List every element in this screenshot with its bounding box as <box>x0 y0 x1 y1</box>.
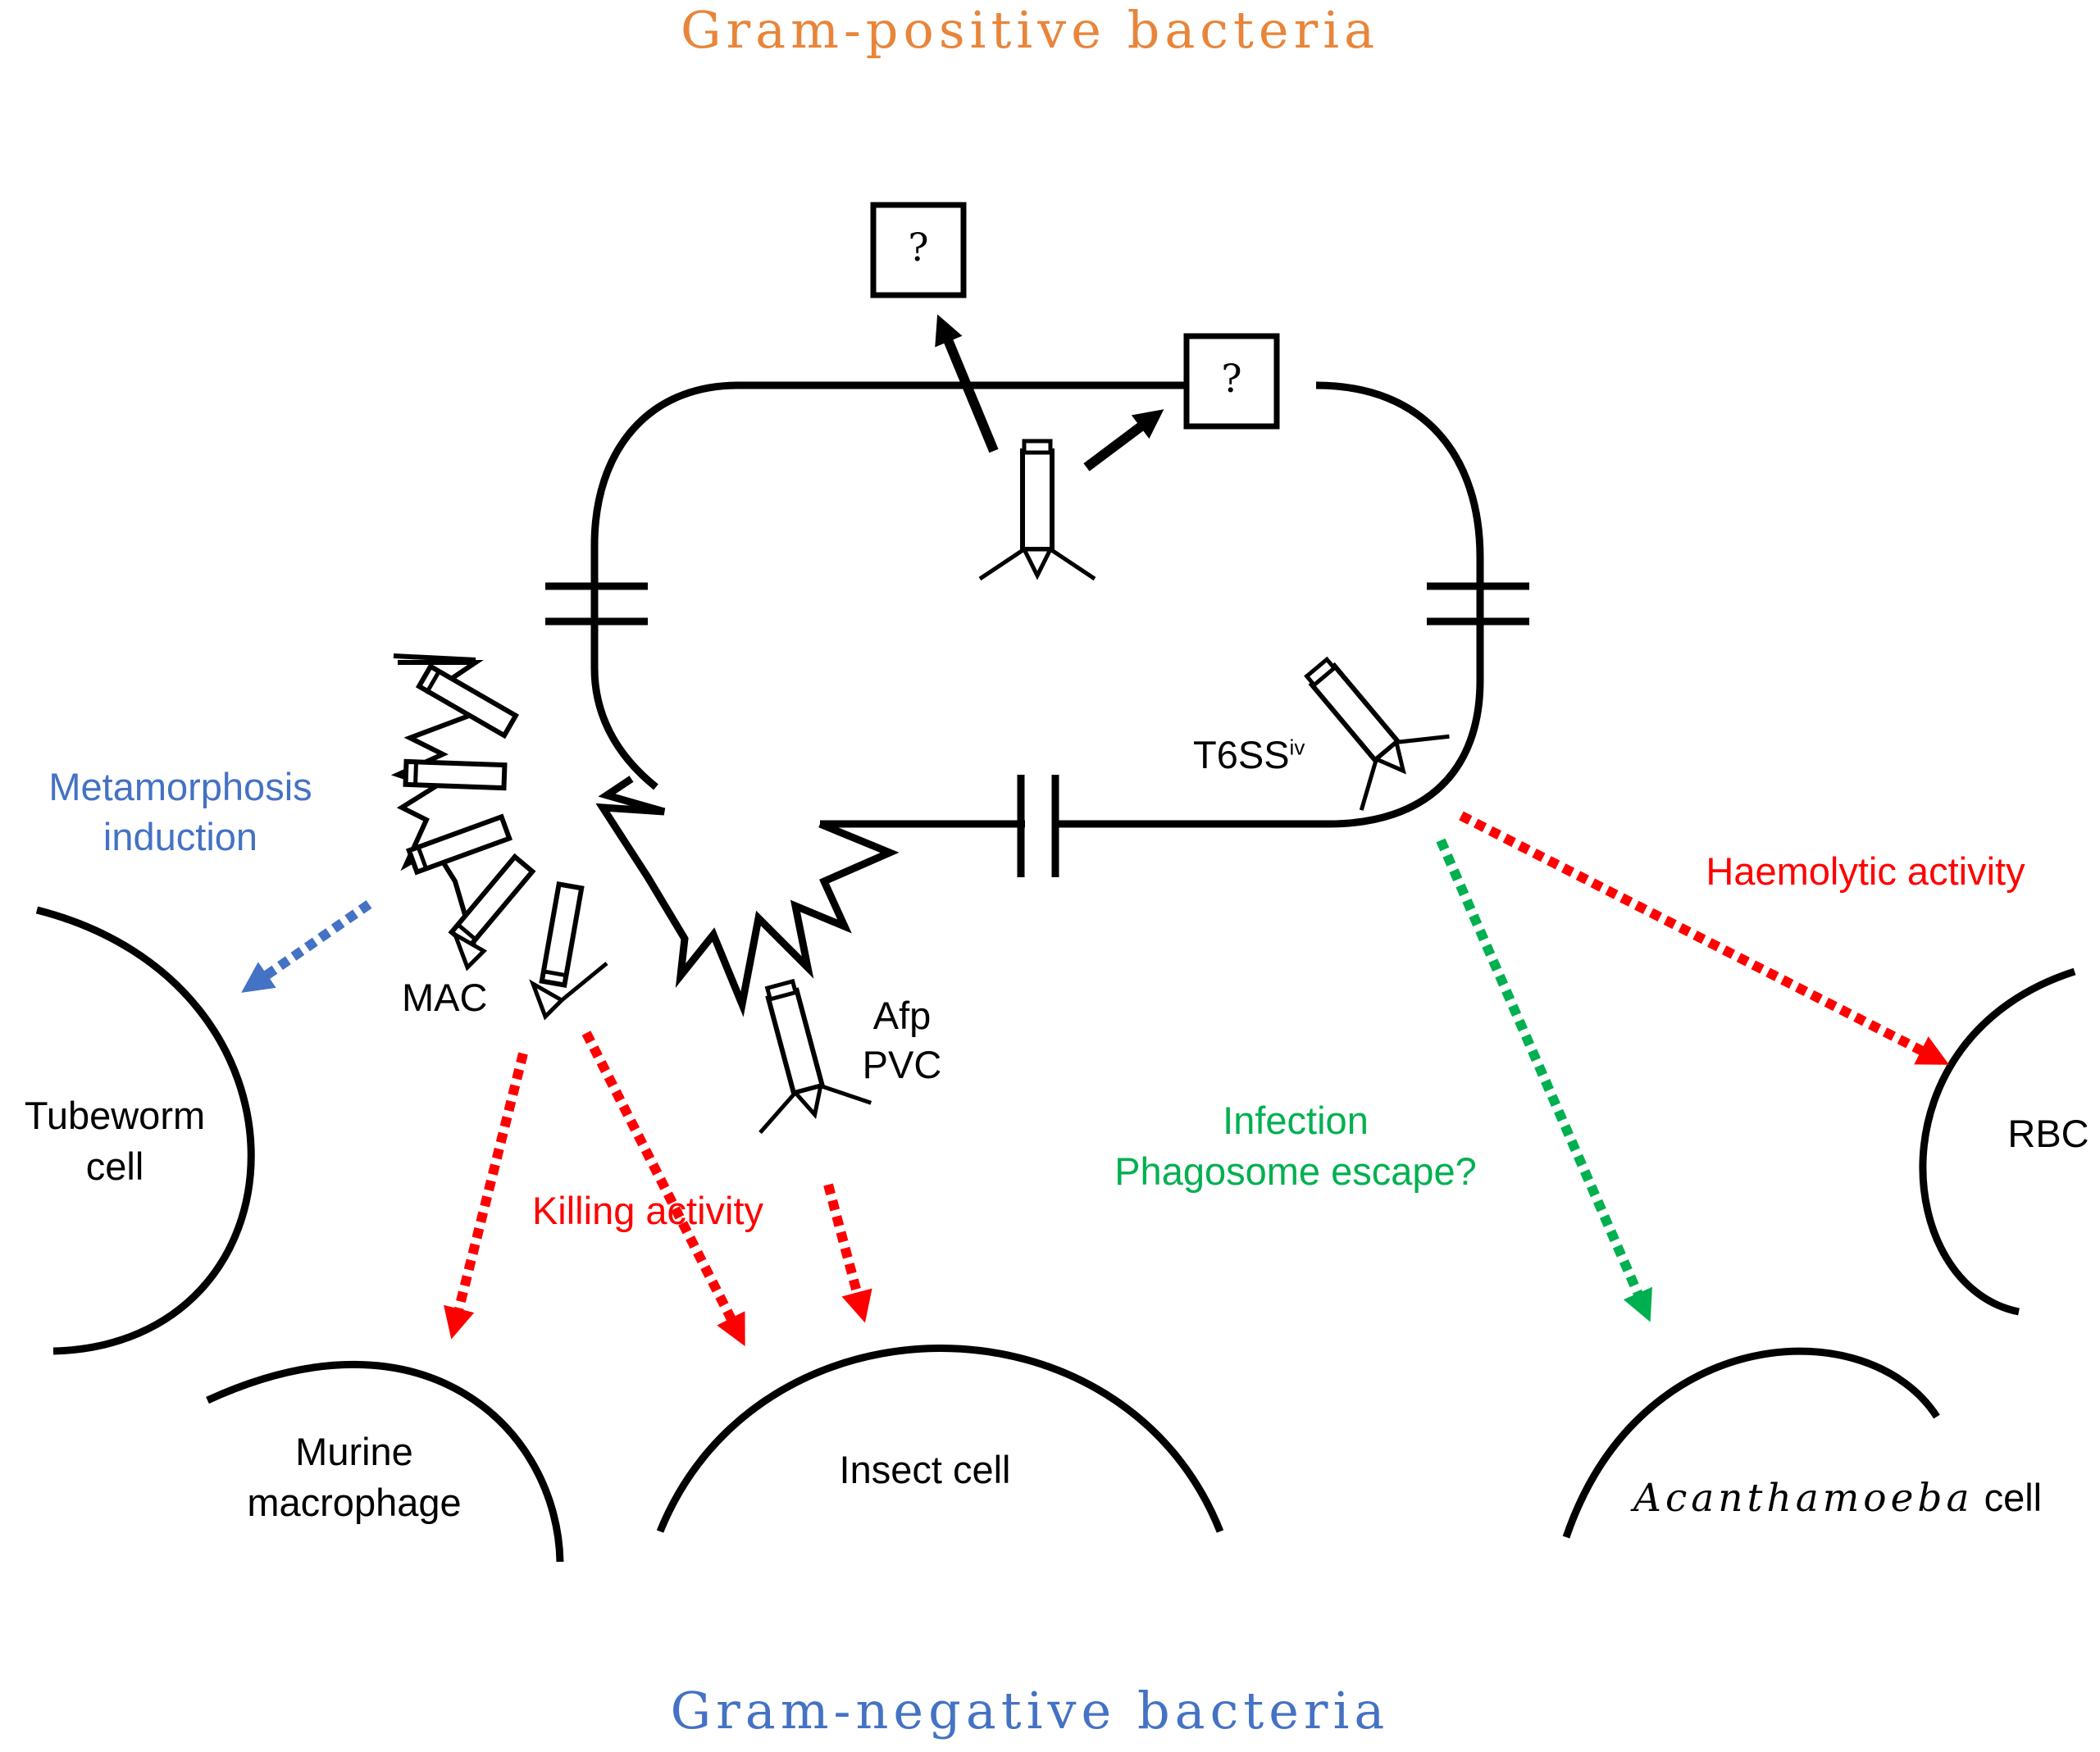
pvc-label: PVC <box>862 1043 942 1086</box>
t6ss-label-sup: iv <box>1289 735 1305 760</box>
lysis-burst-shape <box>595 776 900 1017</box>
haemolytic-activity-label: Haemolytic activity <box>1706 849 2025 893</box>
murine-macrophage-outline <box>206 1360 564 1563</box>
metamorphosis-arrow <box>241 900 372 993</box>
mac-array <box>390 653 608 1021</box>
effect-arrows <box>241 811 1950 1347</box>
rbc-outline <box>1919 967 2076 1316</box>
metamorphosis-label-line1: Metamorphosis <box>48 765 312 808</box>
tubeworm-cell-label-line2: cell <box>85 1144 144 1188</box>
target-cells <box>35 906 2076 1563</box>
infection-arrow <box>1436 838 1652 1322</box>
insect-cell-label: Insect cell <box>839 1448 1011 1491</box>
bacterial-cell-envelope <box>545 381 1529 877</box>
killing-arrow-macrophage <box>444 1052 528 1340</box>
haemolytic-arrow <box>1459 811 1950 1065</box>
question-mark-membrane: ? <box>1221 357 1242 402</box>
t6ss-label: T6SSiv <box>1193 730 1305 780</box>
infection-label-line1: Infection <box>1223 1099 1369 1142</box>
arrow-to-membrane <box>1083 409 1164 471</box>
afp-label: Afp <box>872 994 932 1037</box>
acanthamoeba-genus: Acanthamoeba <box>1633 1476 1974 1521</box>
murine-macrophage-label-line1: Murine <box>295 1430 413 1473</box>
question-mark-extracellular: ? <box>908 225 929 271</box>
killing-arrow-insect-afp <box>823 1183 872 1323</box>
infection-label-line2: Phagosome escape? <box>1114 1149 1477 1193</box>
metamorphosis-label-line2: induction <box>102 815 258 858</box>
tubeworm-cell-outline <box>35 906 255 1355</box>
mac-label: MAC <box>402 976 488 1019</box>
murine-macrophage-label-line2: macrophage <box>247 1481 462 1524</box>
rbc-label: RBC <box>2007 1112 2089 1155</box>
killing-activity-label: Killing activity <box>531 1189 764 1232</box>
killing-arrow-insect-mac <box>581 1031 745 1347</box>
acanthamoeba-cell-outline <box>1562 1347 1940 1539</box>
t6ss-iv-apparatus <box>1273 631 1449 811</box>
acanthamoeba-suffix: cell <box>1973 1476 2043 1519</box>
gram-positive-title: Gram-positive bacteria <box>680 0 1380 60</box>
gram-negative-title: Gram-negative bacteria <box>670 1681 1390 1741</box>
arrow-to-extracellular <box>935 314 999 453</box>
question-box-membrane <box>1183 333 1280 430</box>
question-box-extracellular <box>870 202 967 298</box>
acanthamoeba-cell-label: Acanthamoeba cell <box>1633 1472 2042 1524</box>
tubeworm-cell-label-line1: Tubeworm <box>24 1094 206 1137</box>
t6ss-label-text: T6SS <box>1193 733 1290 776</box>
insect-cell-outline <box>656 1345 1224 1533</box>
intracellular-injection-system <box>980 441 1095 579</box>
